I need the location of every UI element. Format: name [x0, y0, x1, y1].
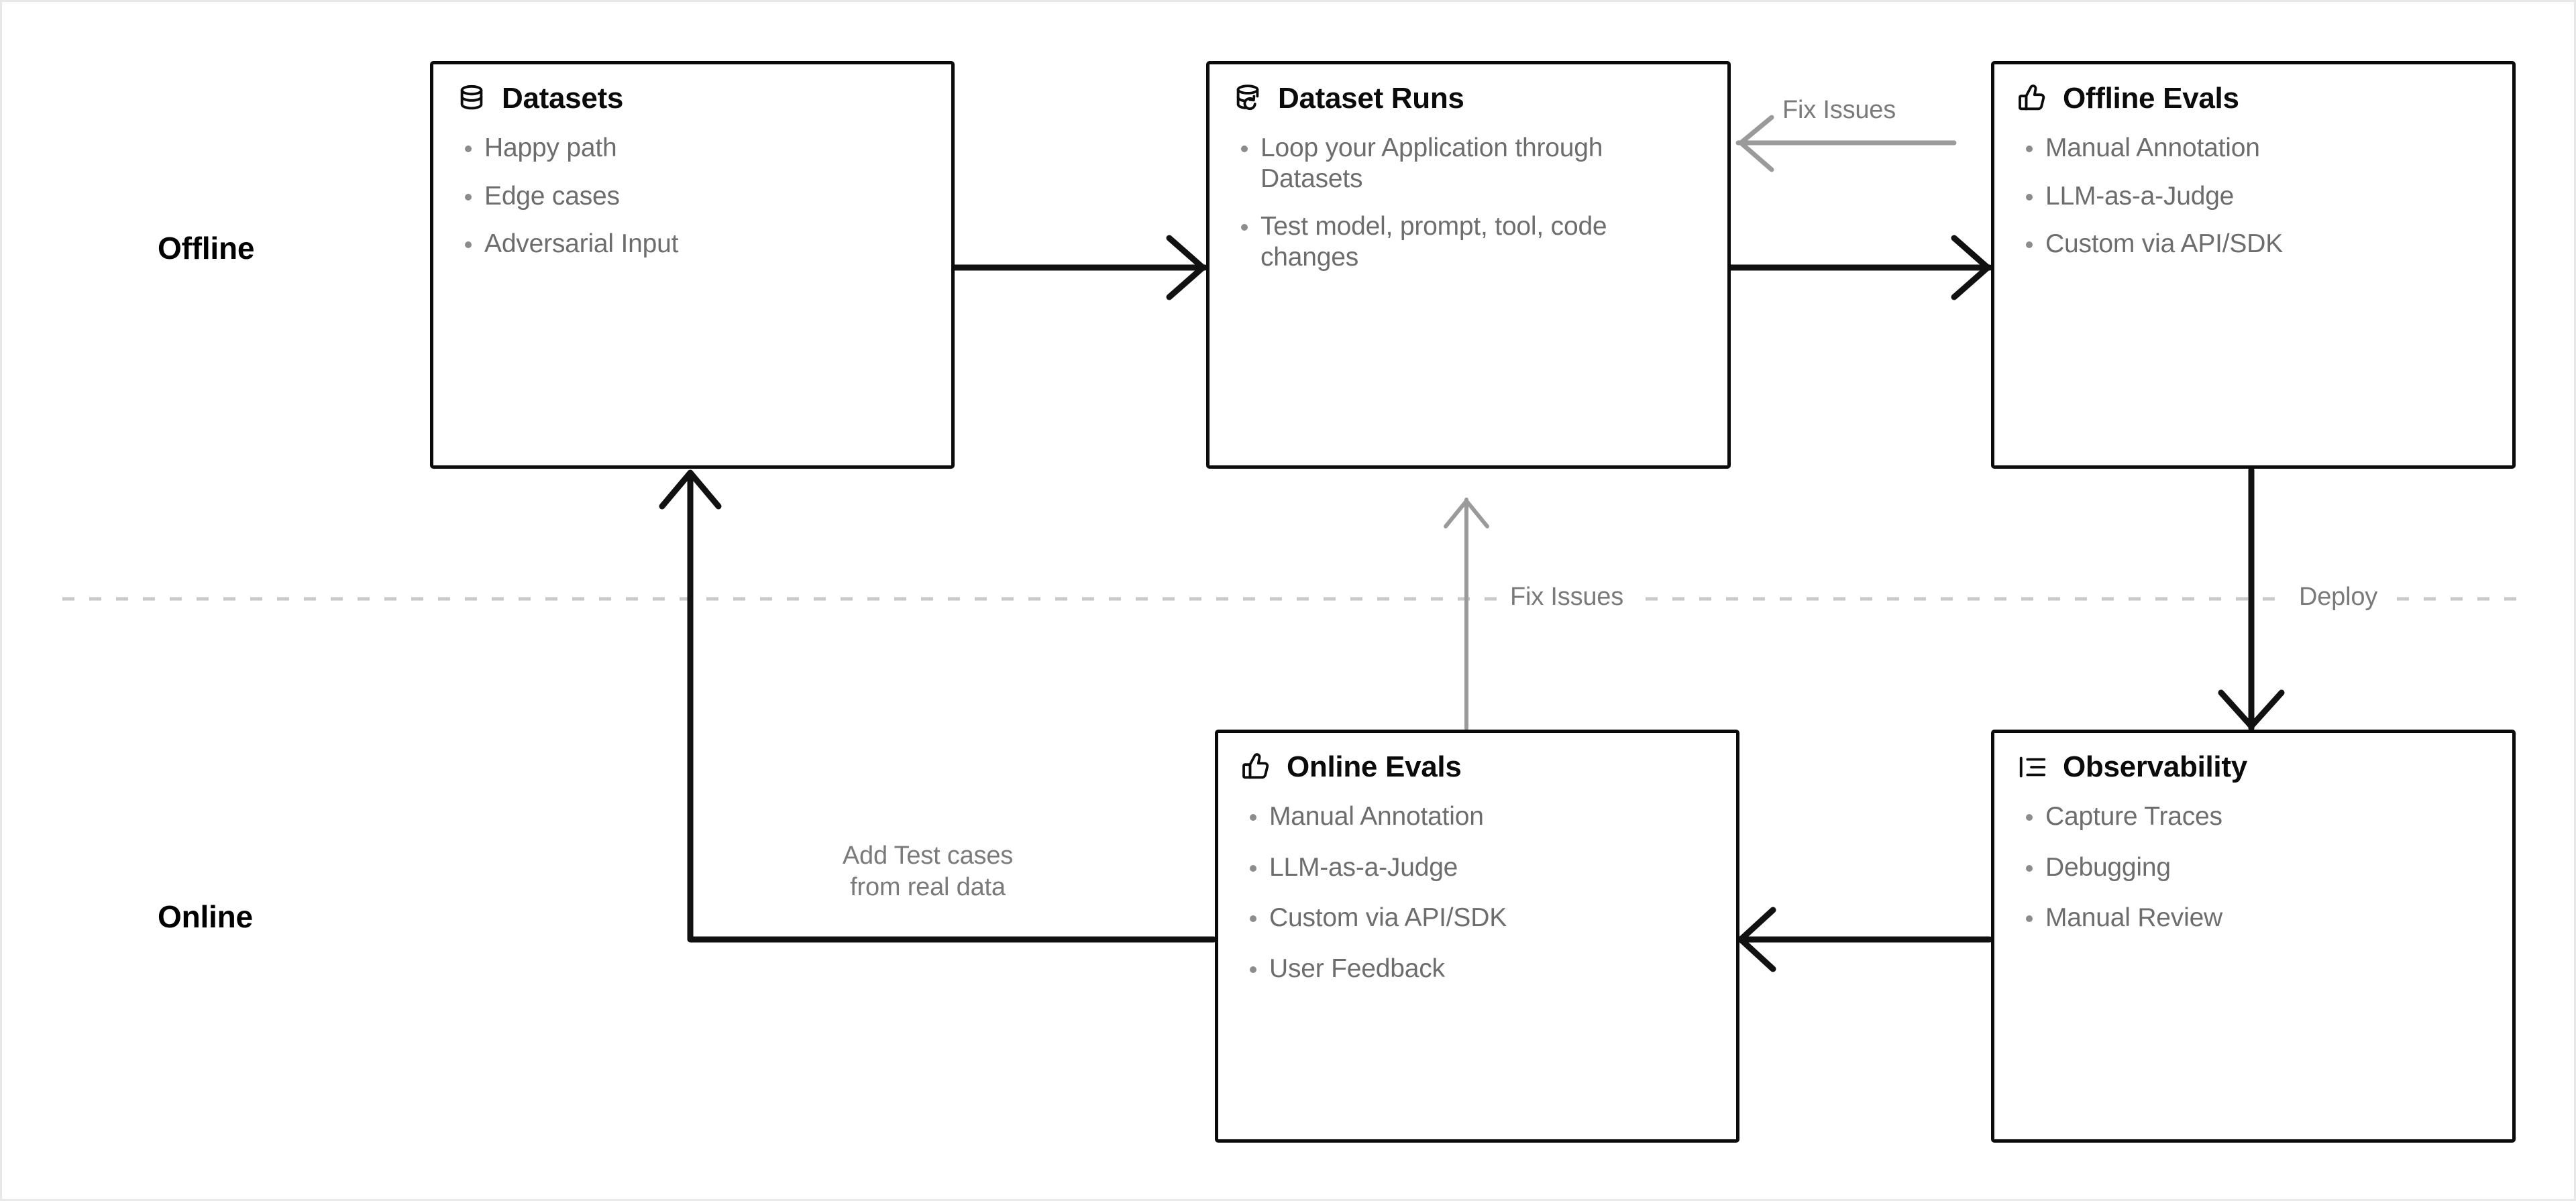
edge-label-fix-issues-middle: Fix Issues [1499, 583, 1635, 612]
edge-label-deploy: Deploy [2288, 583, 2389, 612]
list-item: Adversarial Input [456, 229, 928, 260]
node-header: Online Evals [1241, 750, 1713, 784]
lane-label-online: Online [158, 899, 253, 934]
list-item: LLM-as-a-Judge [1241, 852, 1713, 883]
edge-offline-evals-to-observability [2218, 467, 2285, 732]
node-title: Observability [2063, 750, 2247, 783]
bullet-list: Manual Annotation LLM-as-a-Judge Custom … [1241, 801, 1713, 984]
bullet-list: Capture Traces Debugging Manual Review [2017, 801, 2489, 933]
node-dataset-runs[interactable]: Dataset Runs Loop your Application throu… [1206, 61, 1731, 469]
node-datasets[interactable]: Datasets Happy path Edge cases Adversari… [430, 61, 955, 469]
node-header: Observability [2017, 750, 2489, 784]
edge-label-line-2: from real data [850, 872, 1006, 901]
list-item: Test model, prompt, tool, code changes [1232, 211, 1705, 272]
list-item: User Feedback [1241, 954, 1713, 984]
list-item: Edge cases [456, 181, 928, 212]
edge-online-evals-to-dataset-runs [1444, 498, 1489, 730]
list-item: Capture Traces [2017, 801, 2489, 832]
list-tree-icon [2017, 752, 2048, 783]
node-title: Online Evals [1287, 750, 1462, 783]
node-title: Datasets [502, 82, 624, 115]
database-refresh-icon [1232, 83, 1263, 114]
edge-label-line-1: Add Test cases [842, 842, 1014, 870]
node-title: Offline Evals [2063, 82, 2239, 115]
node-header: Offline Evals [2017, 82, 2489, 115]
list-item: Custom via API/SDK [2017, 229, 2489, 260]
list-item: LLM-as-a-Judge [2017, 181, 2489, 212]
node-online-evals[interactable]: Online Evals Manual Annotation LLM-as-a-… [1215, 730, 1739, 1143]
list-item: Custom via API/SDK [1241, 903, 1713, 933]
list-item: Manual Annotation [1241, 801, 1713, 832]
list-item: Loop your Application through Datasets [1232, 133, 1705, 194]
edge-offline-evals-to-dataset-runs [1735, 115, 1957, 172]
thumbs-up-icon [1241, 752, 1272, 783]
list-item: Happy path [456, 133, 928, 164]
node-offline-evals[interactable]: Offline Evals Manual Annotation LLM-as-a… [1991, 61, 2516, 469]
node-observability[interactable]: Observability Capture Traces Debugging M… [1991, 730, 2516, 1143]
bullet-list: Loop your Application through Datasets T… [1232, 133, 1705, 273]
list-item: Manual Review [2017, 903, 2489, 933]
node-header: Datasets [456, 82, 928, 115]
bullet-list: Manual Annotation LLM-as-a-Judge Custom … [2017, 133, 2489, 260]
edge-label-fix-issues-top: Fix Issues [1782, 96, 1896, 124]
database-icon [456, 83, 487, 114]
list-item: Debugging [2017, 852, 2489, 883]
node-title: Dataset Runs [1278, 82, 1464, 115]
lane-label-offline: Offline [158, 231, 255, 266]
node-header: Dataset Runs [1232, 82, 1705, 115]
edge-datasets-to-dataset-runs [951, 235, 1208, 300]
thumbs-up-icon [2017, 83, 2048, 114]
list-item: Manual Annotation [2017, 133, 2489, 164]
edge-dataset-runs-to-offline-evals [1727, 235, 1993, 300]
edge-label-add-test-cases: Add Test cases from real data [814, 840, 1042, 903]
bullet-list: Happy path Edge cases Adversarial Input [456, 133, 928, 260]
edge-observability-to-online-evals [1736, 907, 1993, 972]
